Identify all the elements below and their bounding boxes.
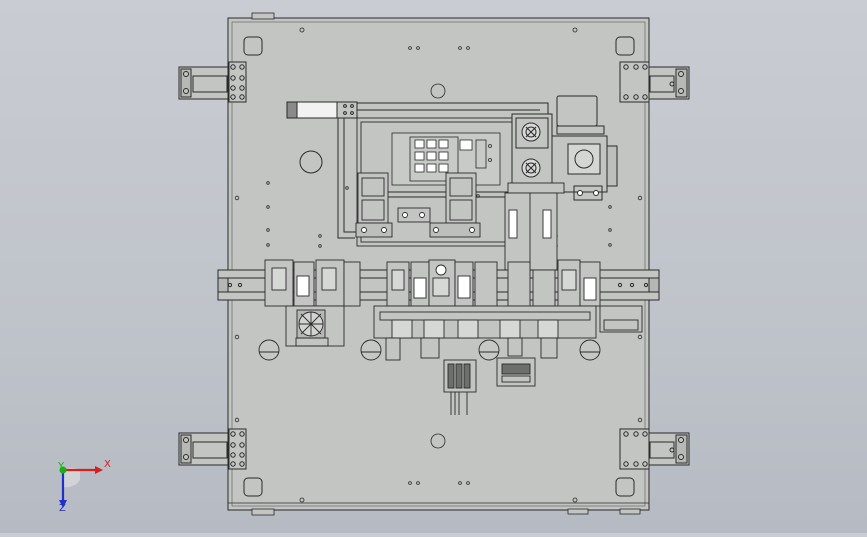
axis-x-label: X (104, 459, 111, 470)
plate-holes (234, 27, 643, 503)
cooling-fan (285, 305, 345, 347)
knobs (258, 339, 601, 361)
corner-pockets (243, 36, 635, 497)
mount-bracket-top-left (178, 61, 247, 103)
lower-tooling-plate (373, 305, 643, 339)
mount-bracket-bottom-right (619, 428, 690, 470)
connector-block (443, 359, 477, 415)
axis-y-label: Y (58, 461, 65, 472)
axis-triad-icon (59, 466, 103, 508)
motor-assembly (511, 95, 618, 201)
terminal-block (496, 357, 536, 387)
probe-heads (385, 337, 558, 361)
carriages (264, 259, 601, 307)
axis-z-label: Z (59, 503, 66, 514)
edge-tabs (251, 12, 641, 516)
large-port-left (299, 150, 323, 174)
mount-bracket-top-right (619, 61, 690, 103)
cylinder-block-left (355, 172, 393, 238)
mount-bracket-bottom-left (178, 428, 247, 470)
cylinder-block-center (397, 172, 481, 238)
